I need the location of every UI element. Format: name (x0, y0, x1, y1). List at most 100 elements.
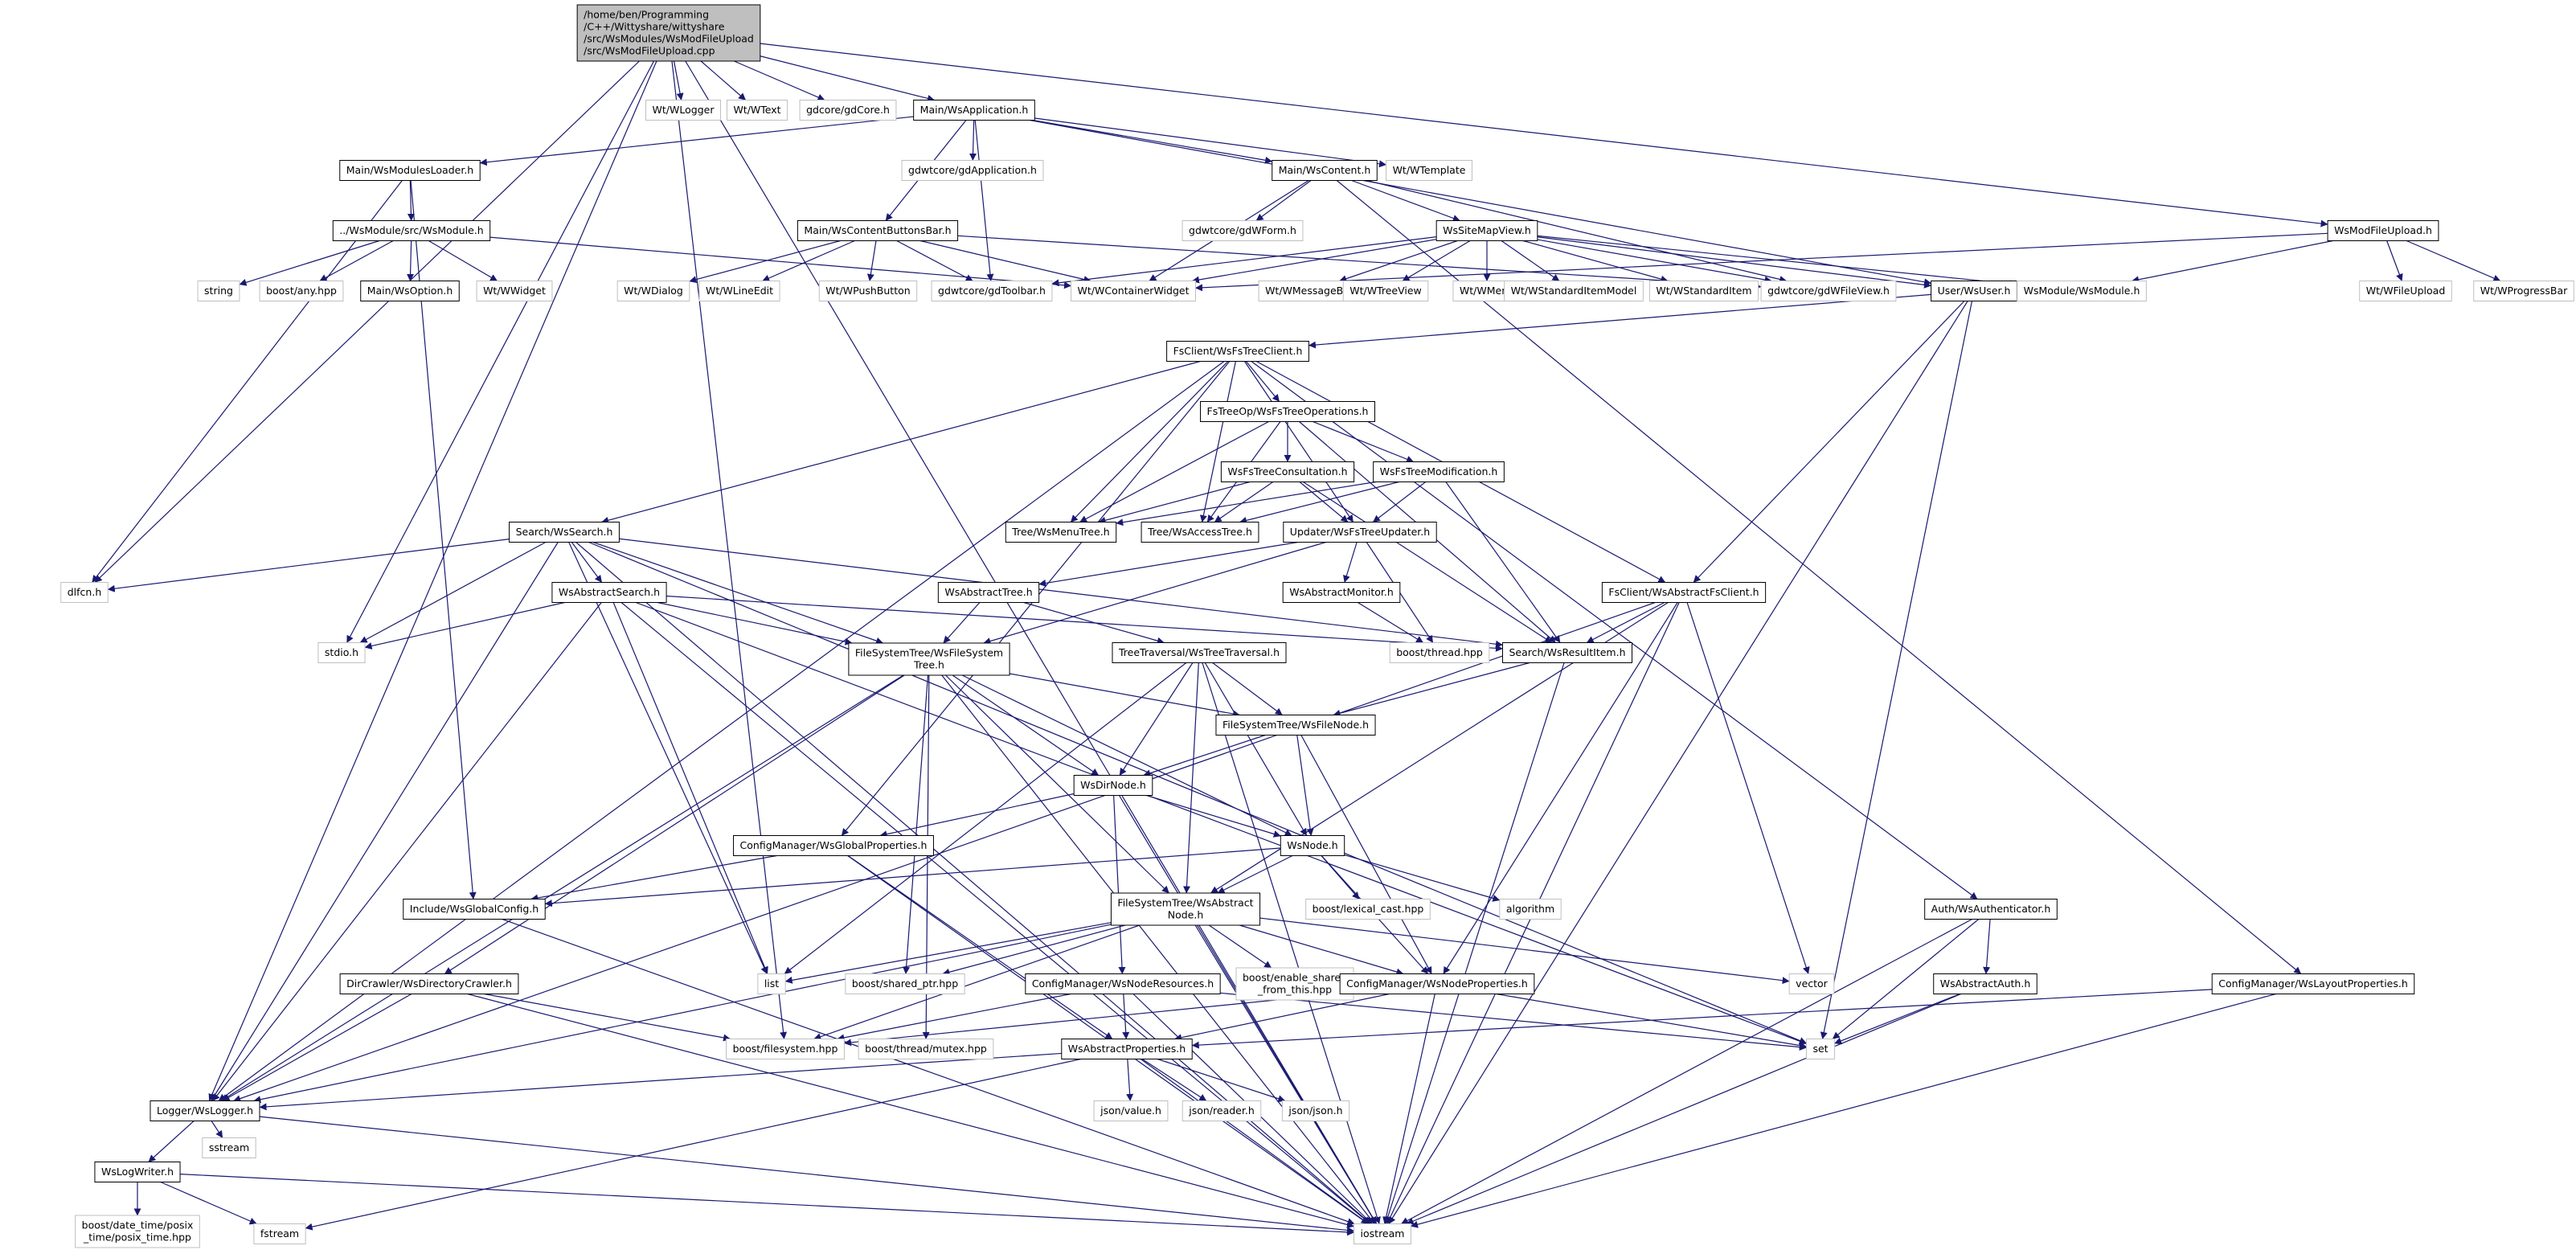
header-node[interactable]: vector (1788, 973, 1835, 994)
header-node[interactable]: boost/shared_ptr.hpp (845, 973, 965, 994)
header-node[interactable]: stdio.h (317, 642, 366, 663)
header-node[interactable]: Wt/WWidget (476, 281, 553, 301)
dependency-edge (866, 240, 877, 281)
header-node[interactable]: WsAbstractTree.h (937, 582, 1040, 603)
header-node[interactable]: Tree/WsAccessTree.h (1141, 522, 1259, 543)
header-node[interactable]: TreeTraversal/WsTreeTraversal.h (1112, 642, 1287, 663)
header-node[interactable]: WsFsTreeModification.h (1373, 461, 1505, 482)
header-node[interactable]: WsAbstractMonitor.h (1282, 582, 1401, 603)
header-node[interactable]: Search/WsSearch.h (509, 522, 620, 543)
header-node[interactable]: json/json.h (1281, 1100, 1350, 1121)
header-node[interactable]: Auth/WsAuthenticator.h (1924, 899, 2058, 920)
header-node[interactable]: Wt/WStandardItem (1648, 281, 1759, 301)
header-node[interactable]: WsLogWriter.h (94, 1162, 181, 1182)
header-node[interactable]: fstream (253, 1223, 306, 1244)
header-node[interactable]: FsClient/WsFsTreeClient.h (1166, 341, 1309, 362)
header-node[interactable]: boost/any.hpp (259, 281, 344, 301)
header-node[interactable]: sstream (202, 1137, 256, 1158)
dependency-edge (1366, 179, 1788, 283)
header-node[interactable]: gdwtcore/gdWForm.h (1182, 220, 1304, 241)
header-node[interactable]: Wt/WLogger (645, 100, 721, 121)
dependency-edge (943, 602, 981, 644)
header-node[interactable]: Wt/WTemplate (1386, 160, 1472, 181)
header-node[interactable]: boost/date_time/posix_time/posix_time.hp… (75, 1215, 200, 1248)
header-node[interactable]: ../WsModule/src/WsModule.h (332, 220, 491, 241)
node-box (1141, 522, 1259, 543)
header-node[interactable]: FileSystemTree/WsFileNode.h (1215, 715, 1376, 736)
header-node[interactable]: Search/WsResultItem.h (1501, 642, 1633, 663)
node-label: algorithm (1506, 903, 1554, 915)
header-node[interactable]: gdcore/gdCore.h (799, 100, 897, 121)
header-node[interactable]: Wt/WDialog (616, 281, 690, 301)
header-node[interactable]: Wt/WPushButton (818, 281, 918, 301)
node-box (726, 100, 788, 121)
node-box (60, 582, 109, 603)
header-node[interactable]: boost/filesystem.hpp (726, 1039, 845, 1059)
header-node[interactable]: list (757, 973, 786, 994)
dependency-edge (180, 1174, 1354, 1236)
header-node[interactable]: Main/WsContent.h (1272, 160, 1378, 181)
header-node[interactable]: Wt/WLineEdit (698, 281, 780, 301)
dependency-edge (983, 541, 1326, 645)
header-node[interactable]: Updater/WsFsTreeUpdater.h (1283, 522, 1437, 543)
node-label: FsClient/WsFsTreeClient.h (1173, 345, 1303, 357)
header-node[interactable]: WsModule/WsModule.h (2017, 281, 2147, 301)
header-node[interactable]: dlfcn.h (60, 582, 109, 603)
header-node[interactable]: Main/WsModulesLoader.h (339, 160, 481, 181)
header-node[interactable]: ConfigManager/WsGlobalProperties.h (733, 835, 934, 856)
dependency-edge (467, 993, 1354, 1228)
header-node[interactable]: Main/WsApplication.h (913, 100, 1035, 121)
header-node[interactable]: string (197, 281, 240, 301)
header-node[interactable]: boost/enable_shared_from_this.hpp (1235, 967, 1354, 1001)
header-node[interactable]: FsClient/WsAbstractFsClient.h (1601, 582, 1767, 603)
header-node[interactable]: Wt/WFileUpload (2359, 281, 2452, 301)
header-node[interactable]: boost/lexical_cast.hpp (1305, 899, 1431, 920)
header-node[interactable]: Wt/WText (726, 100, 788, 121)
header-node[interactable]: Logger/WsLogger.h (149, 1100, 260, 1121)
node-label: ConfigManager/WsLayoutProperties.h (2218, 977, 2408, 990)
header-node[interactable]: FsTreeOp/WsFsTreeOperations.h (1200, 401, 1375, 422)
node-box (1220, 461, 1355, 482)
header-node[interactable]: boost/thread/mutex.hpp (858, 1039, 994, 1059)
node-box (75, 1215, 200, 1248)
header-node[interactable]: Wt/WContainerWidget (1071, 281, 1196, 301)
header-node[interactable]: ConfigManager/WsNodeProperties.h (1339, 973, 1535, 994)
header-node[interactable]: Wt/WTreeView (1342, 281, 1429, 301)
header-node[interactable]: iostream (1354, 1223, 1411, 1244)
header-node[interactable]: User/WsUser.h (1931, 281, 2017, 301)
header-node[interactable]: DirCrawler/WsDirectoryCrawler.h (339, 973, 519, 994)
header-node[interactable]: WsFsTreeConsultation.h (1220, 461, 1355, 482)
header-node[interactable]: ConfigManager/WsNodeResources.h (1025, 973, 1221, 994)
header-node[interactable]: Main/WsContentButtonsBar.h (797, 220, 959, 241)
header-node[interactable]: Tree/WsMenuTree.h (1005, 522, 1117, 543)
header-node[interactable]: WsDirNode.h (1073, 775, 1153, 796)
dependency-edge (1191, 239, 1437, 284)
header-node[interactable]: algorithm (1499, 899, 1562, 920)
header-node[interactable]: gdwtcore/gdApplication.h (901, 160, 1044, 181)
header-node[interactable]: gdwtcore/gdToolbar.h (931, 281, 1053, 301)
header-node[interactable]: ConfigManager/WsLayoutProperties.h (2211, 973, 2415, 994)
header-node[interactable]: WsAbstractSearch.h (551, 582, 667, 603)
dependency-edge (1401, 918, 1972, 1225)
header-node[interactable]: Main/WsOption.h (360, 281, 460, 301)
header-node[interactable]: gdwtcore/gdWFileView.h (1760, 281, 1897, 301)
header-node[interactable]: WsSiteMapView.h (1435, 220, 1538, 241)
header-node[interactable]: WsAbstractProperties.h (1061, 1039, 1193, 1059)
header-node[interactable]: Include/WsGlobalConfig.h (403, 899, 546, 920)
dependency-edge (1308, 293, 1931, 349)
header-node[interactable]: WsModFileUpload.h (2327, 220, 2439, 241)
header-node[interactable]: WsNode.h (1280, 835, 1345, 856)
node-label: fstream (260, 1227, 299, 1240)
header-node[interactable]: set (1805, 1039, 1836, 1059)
header-node[interactable]: json/value.h (1093, 1100, 1169, 1121)
header-node[interactable]: WsAbstractAuth.h (1933, 973, 2037, 994)
header-node[interactable]: json/reader.h (1182, 1100, 1262, 1121)
dependency-edge (407, 180, 415, 221)
root-node[interactable]: /home/ben/Programming/C++/Wittyshare/wit… (576, 4, 761, 62)
header-node[interactable]: Wt/WProgressBar (2473, 281, 2574, 301)
header-node[interactable]: Wt/WStandardItemModel (1504, 281, 1644, 301)
header-node[interactable]: boost/thread.hpp (1389, 642, 1490, 663)
